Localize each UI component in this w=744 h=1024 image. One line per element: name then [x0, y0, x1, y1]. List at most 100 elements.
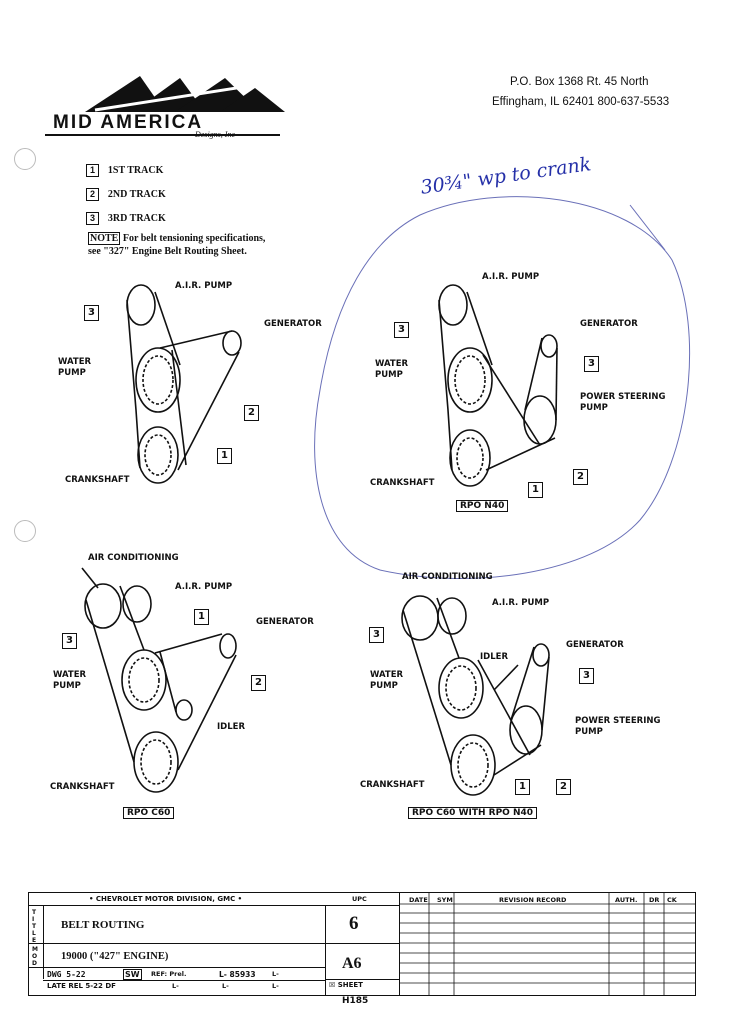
ref-field: REF: Prel. — [151, 970, 187, 978]
rev-col-auth: AUTH. — [615, 896, 638, 904]
d3-generator-label: GENERATOR — [256, 617, 314, 627]
d4-rpo-label: RPO C60 WITH RPO N40 — [408, 807, 538, 819]
note-key: NOTE — [88, 232, 121, 245]
d2-track-num: 2 — [573, 469, 588, 485]
d3-track-num: 1 — [194, 609, 209, 625]
upc-header: UPC — [352, 895, 367, 903]
rev-col-sym: SYM — [437, 896, 453, 904]
logo-mark-icon — [85, 76, 285, 112]
l-field: L- — [172, 982, 179, 990]
part-field: L- 85933 — [219, 970, 256, 979]
brand-subtitle: Designs, Inc — [195, 130, 235, 139]
division-label: • CHEVROLET MOTOR DIVISION, GMC • — [89, 895, 243, 903]
legend-num: 3 — [86, 212, 99, 225]
note-line-1: For belt tensioning specifications, — [122, 233, 266, 244]
d1-air-pump-label: A.I.R. PUMP — [175, 281, 233, 291]
rev-col-dr: DR — [649, 896, 660, 904]
legend-label: 2ND TRACK — [107, 189, 166, 200]
company-logo: MID AMERICA Designs, Inc — [45, 72, 290, 144]
d4-generator-label: GENERATOR — [566, 640, 624, 650]
d3-air-pump-label: A.I.R. PUMP — [175, 582, 233, 592]
d3-track-num: 3 — [62, 633, 77, 649]
tension-note: NOTE For belt tensioning specifications,… — [88, 232, 265, 258]
legend-label: 1ST TRACK — [107, 165, 164, 176]
revision-grid — [399, 893, 695, 995]
d1-generator-label: GENERATOR — [264, 319, 322, 329]
d4-track-num: 1 — [515, 779, 530, 795]
d4-idler-label: IDLER — [480, 652, 508, 662]
punch-hole — [14, 148, 36, 170]
d4-track-num: 3 — [369, 627, 384, 643]
d1-crankshaft-label: CRANKSHAFT — [65, 475, 130, 485]
d3-track-num: 2 — [251, 675, 266, 691]
d2-crankshaft-label: CRANKSHAFT — [370, 478, 435, 488]
d3-crankshaft-label: CRANKSHAFT — [50, 782, 115, 792]
sheet-label-text: SHEET — [337, 981, 363, 989]
water-pump-pulley — [438, 657, 484, 719]
d2-track-num: 1 — [528, 482, 543, 498]
rev-col-record: REVISION RECORD — [499, 896, 567, 904]
rev-col-date: DATE — [409, 896, 428, 904]
sheet-code: A6 — [342, 955, 362, 972]
d1-track-num: 3 — [84, 305, 99, 321]
d2-generator-label: GENERATOR — [580, 319, 638, 329]
drawing-title: BELT ROUTING — [61, 919, 145, 931]
d2-rpo-label: RPO N40 — [456, 500, 509, 512]
water-pump-pulley — [135, 347, 181, 413]
legend-label: 3RD TRACK — [107, 213, 166, 224]
air-pump-pulley — [437, 597, 467, 635]
legend-num: 1 — [86, 164, 99, 177]
sheet-label: ☒ SHEET — [329, 981, 363, 989]
upc-value: 6 — [349, 913, 359, 934]
punch-hole — [14, 520, 36, 542]
l-field: L- — [222, 982, 229, 990]
d4-track-num: 3 — [579, 668, 594, 684]
air-pump-pulley — [122, 585, 152, 623]
rev-col-ck: CK — [667, 896, 677, 904]
d4-track-num: 2 — [556, 779, 571, 795]
ac-pulley — [401, 595, 439, 641]
address-line-2: Effingham, IL 62401 800-637-5533 — [492, 96, 670, 108]
ac-pulley — [84, 583, 122, 629]
generator-pulley — [219, 633, 237, 659]
l-field: L- — [272, 970, 279, 978]
d2-track-num: 3 — [394, 322, 409, 338]
d4-air-pump-label: A.I.R. PUMP — [492, 598, 550, 608]
d1-track-num: 1 — [217, 448, 232, 464]
l-field: L- — [272, 982, 279, 990]
d3-idler-label: IDLER — [217, 722, 245, 732]
address-line-1: P.O. Box 1368 Rt. 45 North — [510, 76, 649, 88]
crankshaft-pulley — [449, 429, 491, 487]
d2-air-pump-label: A.I.R. PUMP — [482, 272, 540, 282]
model-value: 19000 ("427" ENGINE) — [61, 951, 169, 962]
crankshaft-pulley — [137, 426, 179, 484]
date-field: LATE REL 5-22 DF — [47, 982, 116, 990]
d1-track-num: 2 — [244, 405, 259, 421]
d3-rpo-label: RPO C60 — [123, 807, 175, 819]
water-pump-pulley — [447, 347, 493, 413]
dwg-field: DWG 5-22 — [47, 970, 86, 979]
legend-num: 2 — [86, 188, 99, 201]
generator-pulley — [540, 334, 558, 358]
d4-ac-label: AIR CONDITIONING — [402, 572, 493, 582]
brand-name: MID AMERICA — [53, 112, 204, 133]
sheet-number: H185 — [342, 996, 369, 1006]
d2-track-num: 3 — [584, 356, 599, 372]
track-legend: 1 1ST TRACK 2 2ND TRACK 3 3RD TRACK — [86, 160, 166, 226]
generator-pulley — [532, 643, 550, 667]
d4-crankshaft-label: CRANKSHAFT — [360, 780, 425, 790]
note-line-2: see "327" Engine Belt Routing Sheet. — [88, 246, 247, 257]
